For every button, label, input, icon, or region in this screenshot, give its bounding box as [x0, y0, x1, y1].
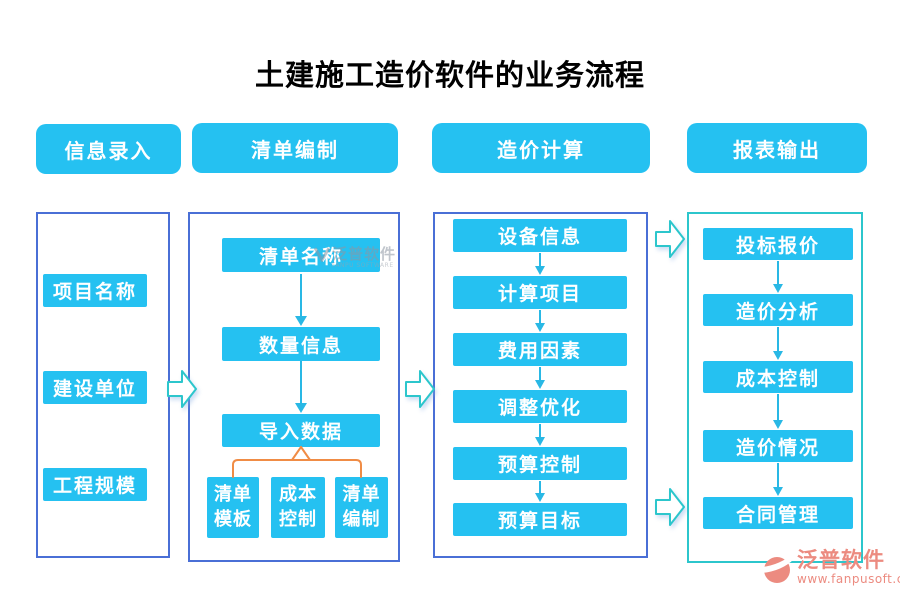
flow-box-import-data: 导入数据 — [222, 414, 380, 447]
flow-box-adjust-optimize: 调整优化 — [453, 390, 627, 423]
right-arrow-icon — [655, 220, 685, 258]
header-report-output: 报表输出 — [687, 123, 867, 173]
flow-box-construction-unit: 建设单位 — [43, 371, 147, 404]
watermark-subtext: FANPU SOFTWARE — [332, 261, 394, 269]
flow-box-cost-control: 成本控制 — [703, 361, 853, 393]
watermark-brand: 泛普软件 — [332, 245, 397, 263]
flow-box-equipment-info: 设备信息 — [453, 219, 627, 252]
brand-url[interactable]: www.fanpusoft.com — [797, 572, 900, 587]
header-list-compilation: 清单编制 — [192, 123, 398, 173]
flow-box-calc-items: 计算项目 — [453, 276, 627, 309]
branch-box-list-template: 清单模板 — [207, 477, 259, 538]
right-arrow-icon — [405, 370, 435, 408]
header-cost-calculation: 造价计算 — [432, 123, 650, 173]
branch-box-list-compilation: 清单编制 — [335, 477, 388, 538]
flow-box-cost-factors: 费用因素 — [453, 333, 627, 366]
brand-logo-text: 泛普软件 www.fanpusoft.com — [797, 548, 900, 586]
header-info-entry: 信息录入 — [36, 124, 181, 174]
watermark-logo-icon — [314, 247, 330, 262]
flow-box-cost-status: 造价情况 — [703, 430, 853, 462]
brand-name: 泛普软件 — [797, 548, 885, 572]
branch-box-cost-control: 成本控制 — [271, 477, 325, 538]
watermark: 泛普软件 FANPU SOFTWARE — [314, 246, 396, 269]
flow-box-project-scale: 工程规模 — [43, 468, 147, 501]
brand-logo-icon — [762, 553, 794, 583]
right-arrow-icon — [655, 488, 685, 526]
flow-box-list-name: 清单名称 — [222, 238, 380, 272]
page-title: 土建施工造价软件的业务流程 — [254, 58, 645, 92]
flow-box-project-name: 项目名称 — [43, 274, 147, 307]
flow-box-budget-control: 预算控制 — [453, 447, 627, 480]
watermark-text: 泛普软件 FANPU SOFTWARE — [332, 246, 396, 269]
brand-logo[interactable]: 泛普软件 www.fanpusoft.com — [760, 548, 900, 588]
flow-box-contract-mgmt: 合同管理 — [703, 497, 853, 529]
flow-box-budget-target: 预算目标 — [453, 503, 627, 536]
flow-box-quantity-info: 数量信息 — [222, 327, 380, 361]
flow-box-bid-quote: 投标报价 — [703, 228, 853, 260]
flow-box-cost-analysis: 造价分析 — [703, 294, 853, 326]
